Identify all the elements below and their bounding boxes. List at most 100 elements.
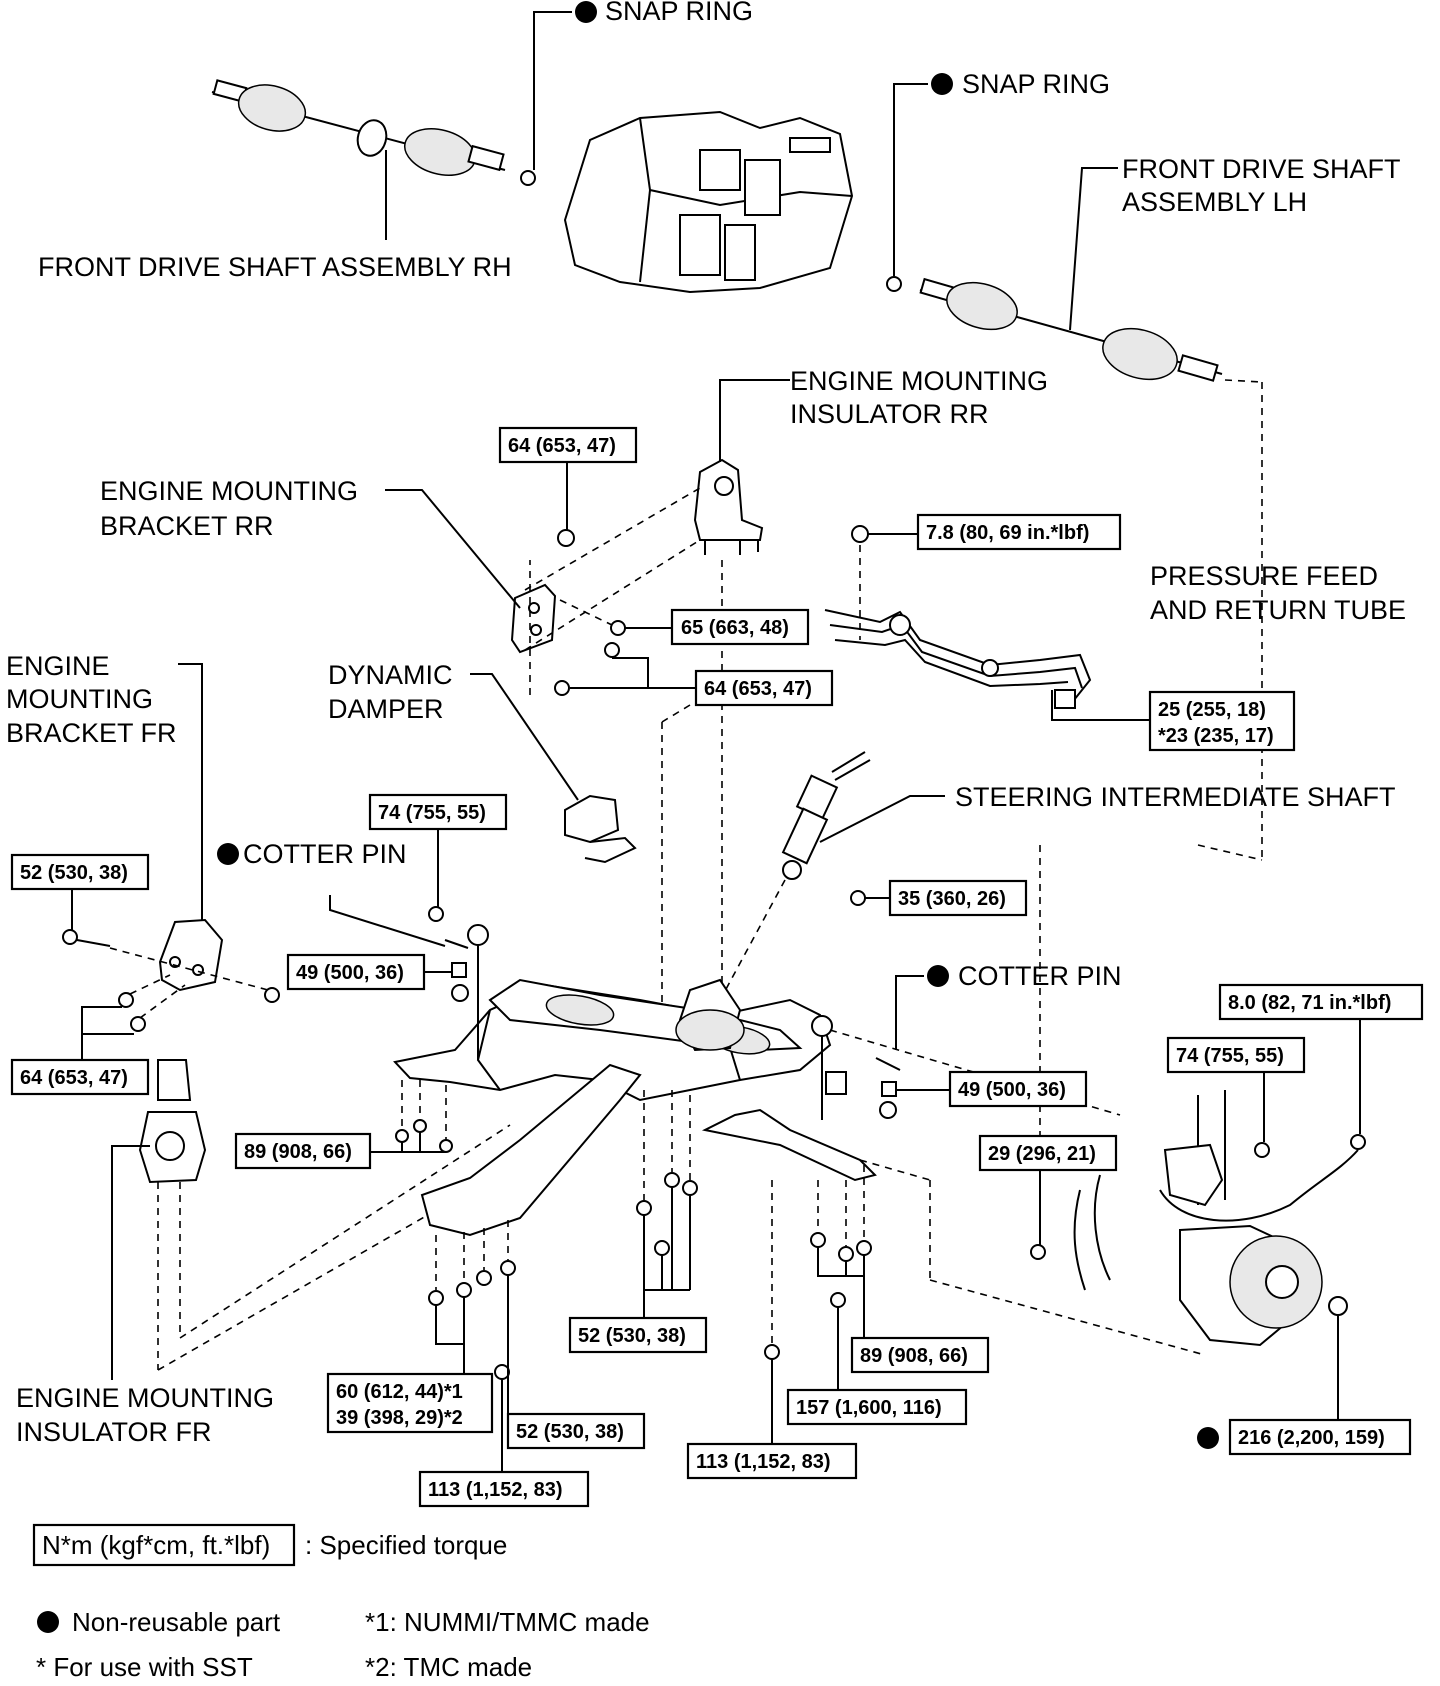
torque-box-60 bbox=[326, 1372, 494, 1434]
torque-74-left: 74 (755, 55) bbox=[378, 802, 486, 824]
bolt-icon bbox=[636, 1200, 652, 1216]
bracket-fr-label-line2: MOUNTING bbox=[6, 684, 153, 714]
torque-29: 29 (296, 21) bbox=[988, 1143, 1096, 1165]
legend: N*m (kgf*cm, ft.*lbf) : Specified torque… bbox=[32, 1523, 650, 1682]
insulator-fr-leader bbox=[111, 1145, 150, 1380]
stabilizer-link-left bbox=[451, 924, 489, 1060]
torque-box-52-center bbox=[568, 1316, 708, 1354]
nut-icon bbox=[264, 987, 280, 1003]
torque-box-65 bbox=[670, 608, 810, 646]
torque-52-left: 52 (530, 38) bbox=[20, 862, 128, 884]
legend-non-reusable-bullet-icon bbox=[37, 1611, 59, 1633]
drive-shaft-lh-label-line1: FRONT DRIVE SHAFT bbox=[1122, 154, 1401, 184]
bolt-icon bbox=[62, 929, 78, 945]
snap-ring-top-leader bbox=[533, 11, 572, 170]
nut-icon bbox=[881, 1081, 897, 1097]
torque-box-113-left bbox=[418, 1470, 590, 1508]
dynamic-damper-label-line1: DYNAMIC bbox=[328, 660, 453, 690]
bracket-rr-label-line2: BRACKET RR bbox=[100, 511, 274, 541]
torque-box-216 bbox=[1228, 1418, 1412, 1456]
bolt-icon bbox=[682, 1180, 698, 1196]
drive-shaft-rh bbox=[211, 79, 506, 176]
torque-box-49-right bbox=[948, 1070, 1088, 1108]
torque-box-89-left bbox=[234, 1132, 372, 1170]
bolt-icon bbox=[1350, 1134, 1366, 1150]
torque-74-right: 74 (755, 55) bbox=[1176, 1045, 1284, 1067]
snap-ring-rh bbox=[520, 170, 536, 186]
bolt-icon bbox=[476, 1270, 492, 1286]
legend-torque-box bbox=[32, 1523, 296, 1567]
cotter-pin-right-bullet-icon bbox=[927, 965, 949, 987]
snap-ring-right-leader bbox=[893, 83, 928, 276]
bolt-icon bbox=[856, 1240, 872, 1256]
cotter-pin-left-leader bbox=[329, 895, 446, 947]
torque-box-64-mid bbox=[694, 669, 834, 707]
bolt-icon bbox=[830, 1292, 846, 1308]
pressure-feed-return-tube bbox=[824, 609, 1092, 709]
engine-mounting-insulator-fr bbox=[138, 1059, 207, 1184]
insulator-fr-label-line1: ENGINE MOUNTING bbox=[16, 1383, 274, 1413]
torque-box-8-0 bbox=[1218, 983, 1424, 1021]
dynamic-damper-label-line2: DAMPER bbox=[328, 694, 444, 724]
torque-157: 157 (1,600, 116) bbox=[796, 1397, 942, 1419]
bolt-icon bbox=[494, 1364, 510, 1380]
bolt-icon bbox=[850, 890, 866, 906]
torque-35: 35 (360, 26) bbox=[898, 888, 1006, 910]
tie-rod-end-right bbox=[825, 1071, 847, 1095]
torque-49-left: 49 (500, 36) bbox=[296, 962, 404, 984]
torque-box-157 bbox=[786, 1388, 968, 1426]
torque-60-line1: 60 (612, 44)*1 bbox=[336, 1381, 463, 1403]
bolt-icon bbox=[851, 525, 869, 543]
cotter-pin-icon bbox=[444, 939, 469, 949]
torque-box-52-bottom bbox=[506, 1412, 646, 1450]
torque-box-113-right bbox=[686, 1442, 858, 1480]
snap-ring-top-label: SNAP RING bbox=[605, 0, 753, 26]
insulator-rr-label-line2: INSULATOR RR bbox=[790, 399, 989, 429]
steering-intermediate-shaft bbox=[781, 751, 871, 880]
steering-gear-assembly bbox=[488, 978, 803, 1055]
bolt-icon bbox=[610, 620, 626, 636]
cotter-pin-left-bullet-icon bbox=[217, 843, 239, 865]
legend-note-2: *2: TMC made bbox=[365, 1652, 532, 1682]
bolt-icon bbox=[838, 1246, 854, 1262]
torque-60-line2: 39 (398, 29)*2 bbox=[336, 1407, 463, 1429]
legend-torque-desc: : Specified torque bbox=[305, 1530, 507, 1560]
bracket-rr-label-line1: ENGINE MOUNTING bbox=[100, 476, 358, 506]
bolt-icon bbox=[130, 1016, 146, 1032]
cotter-pin-left-label: COTTER PIN bbox=[243, 839, 407, 869]
legend-non-reusable: Non-reusable part bbox=[72, 1607, 281, 1637]
torque-box-89-right bbox=[850, 1336, 990, 1374]
bracket-rr-leader bbox=[385, 489, 521, 609]
drive-shaft-lh bbox=[919, 277, 1223, 382]
cotter-pin-icon bbox=[875, 1057, 901, 1071]
cotter-pin-right-label: COTTER PIN bbox=[958, 961, 1122, 991]
nut-icon bbox=[1254, 1142, 1270, 1158]
torque-64-mid: 64 (653, 47) bbox=[704, 678, 812, 700]
torque-25-line2: *23 (235, 17) bbox=[1158, 725, 1274, 747]
legend-note-1: *1: NUMMI/TMMC made bbox=[365, 1607, 650, 1637]
bolt-icon bbox=[395, 1129, 409, 1143]
torque-box-35 bbox=[888, 879, 1028, 917]
torque-box-64-left bbox=[10, 1058, 150, 1096]
bracket-fr-label-line1: ENGINE bbox=[6, 651, 110, 681]
bolt-icon bbox=[654, 1240, 670, 1256]
bolt-icon bbox=[554, 680, 570, 696]
bolt-icon bbox=[664, 1172, 680, 1188]
torque-216: 216 (2,200, 159) bbox=[1238, 1427, 1385, 1449]
bolt-icon bbox=[500, 1260, 516, 1276]
torque-64-top: 64 (653, 47) bbox=[508, 435, 616, 457]
snap-ring-right-label: SNAP RING bbox=[962, 69, 1110, 99]
cotter-pin-right-leader bbox=[895, 975, 924, 1050]
torque-25-line1: 25 (255, 18) bbox=[1158, 699, 1266, 721]
snap-ring-top-bullet-icon bbox=[575, 1, 597, 23]
torque-89-right: 89 (908, 66) bbox=[860, 1345, 968, 1367]
torque-box-52-left bbox=[10, 853, 150, 891]
bolt-icon bbox=[118, 992, 134, 1008]
torque-box-74-right bbox=[1166, 1036, 1306, 1074]
insulator-fr-label-line2: INSULATOR FR bbox=[16, 1417, 212, 1447]
snap-ring-right-bullet-icon bbox=[931, 73, 953, 95]
nut-icon bbox=[428, 906, 444, 922]
drive-shaft-lh-leader bbox=[1069, 167, 1118, 331]
steering-knuckle-and-hub bbox=[1073, 1090, 1359, 1347]
